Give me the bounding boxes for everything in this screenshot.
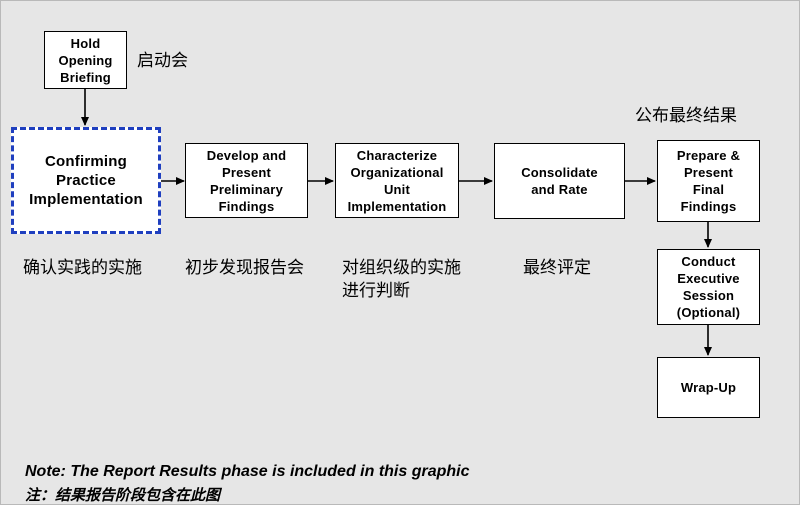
develop-findings-box: Develop and Present Preliminary Findings: [185, 143, 308, 218]
prepare-final-findings-box: Prepare & Present Final Findings: [657, 140, 760, 222]
judge-implementation-cn-label: 对组织级的实施 进行判断: [342, 258, 461, 301]
confirming-practice-box: Confirming Practice Implementation: [11, 127, 161, 234]
executive-session-box: Conduct Executive Session (Optional): [657, 249, 760, 325]
publish-results-label: 公布最终结果: [635, 106, 737, 126]
kickoff-label: 启动会: [137, 51, 188, 71]
preliminary-report-cn-label: 初步发现报告会: [185, 258, 304, 278]
consolidate-rate-box: Consolidate and Rate: [494, 143, 625, 219]
characterize-box: Characterize Organizational Unit Impleme…: [335, 143, 459, 218]
hold-opening-briefing-box: Hold Opening Briefing: [44, 31, 127, 89]
note-chinese: 注：结果报告阶段包含在此图: [25, 486, 221, 504]
note-english: Note: The Report Results phase is includ…: [25, 463, 470, 480]
wrap-up-box: Wrap-Up: [657, 357, 760, 418]
confirm-implementation-cn-label: 确认实践的实施: [23, 258, 142, 278]
final-rating-cn-label: 最终评定: [523, 258, 591, 278]
